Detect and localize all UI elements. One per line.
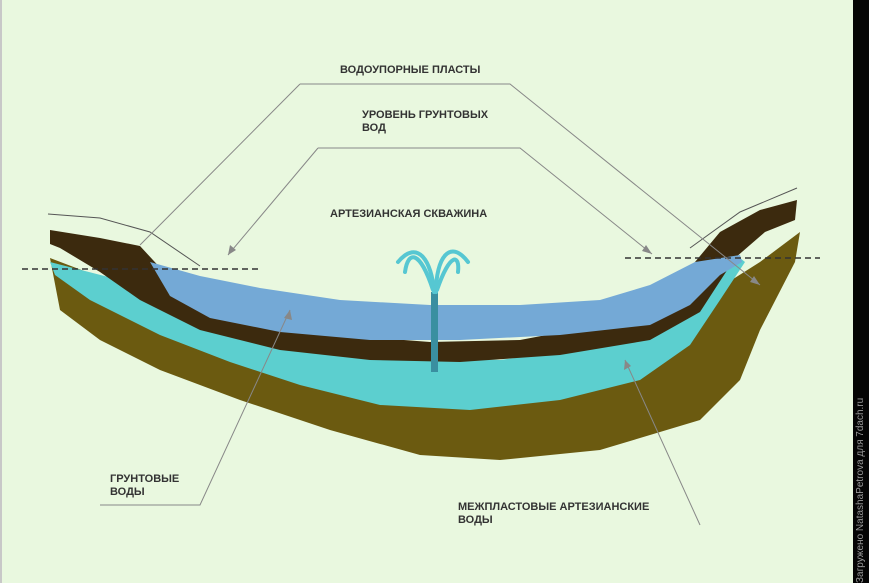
well-pipe — [431, 292, 438, 372]
label-groundwater-1: ГРУНТОВЫЕ — [110, 473, 179, 485]
label-groundwater-level-2: ВОД — [362, 122, 386, 134]
label-groundwater-level-1: УРОВЕНЬ ГРУНТОВЫХ — [362, 109, 489, 121]
label-interlayer-2: ВОДЫ — [458, 514, 493, 526]
label-impermeable-layers: ВОДОУПОРНЫЕ ПЛАСТЫ — [340, 64, 481, 76]
label-artesian-well: АРТЕЗИАНСКАЯ СКВАЖИНА — [330, 208, 487, 220]
label-groundwater-2: ВОДЫ — [110, 486, 145, 498]
fountain-icon — [398, 251, 468, 292]
label-interlayer-1: МЕЖПЛАСТОВЫЕ АРТЕЗИАНСКИЕ — [458, 501, 649, 513]
